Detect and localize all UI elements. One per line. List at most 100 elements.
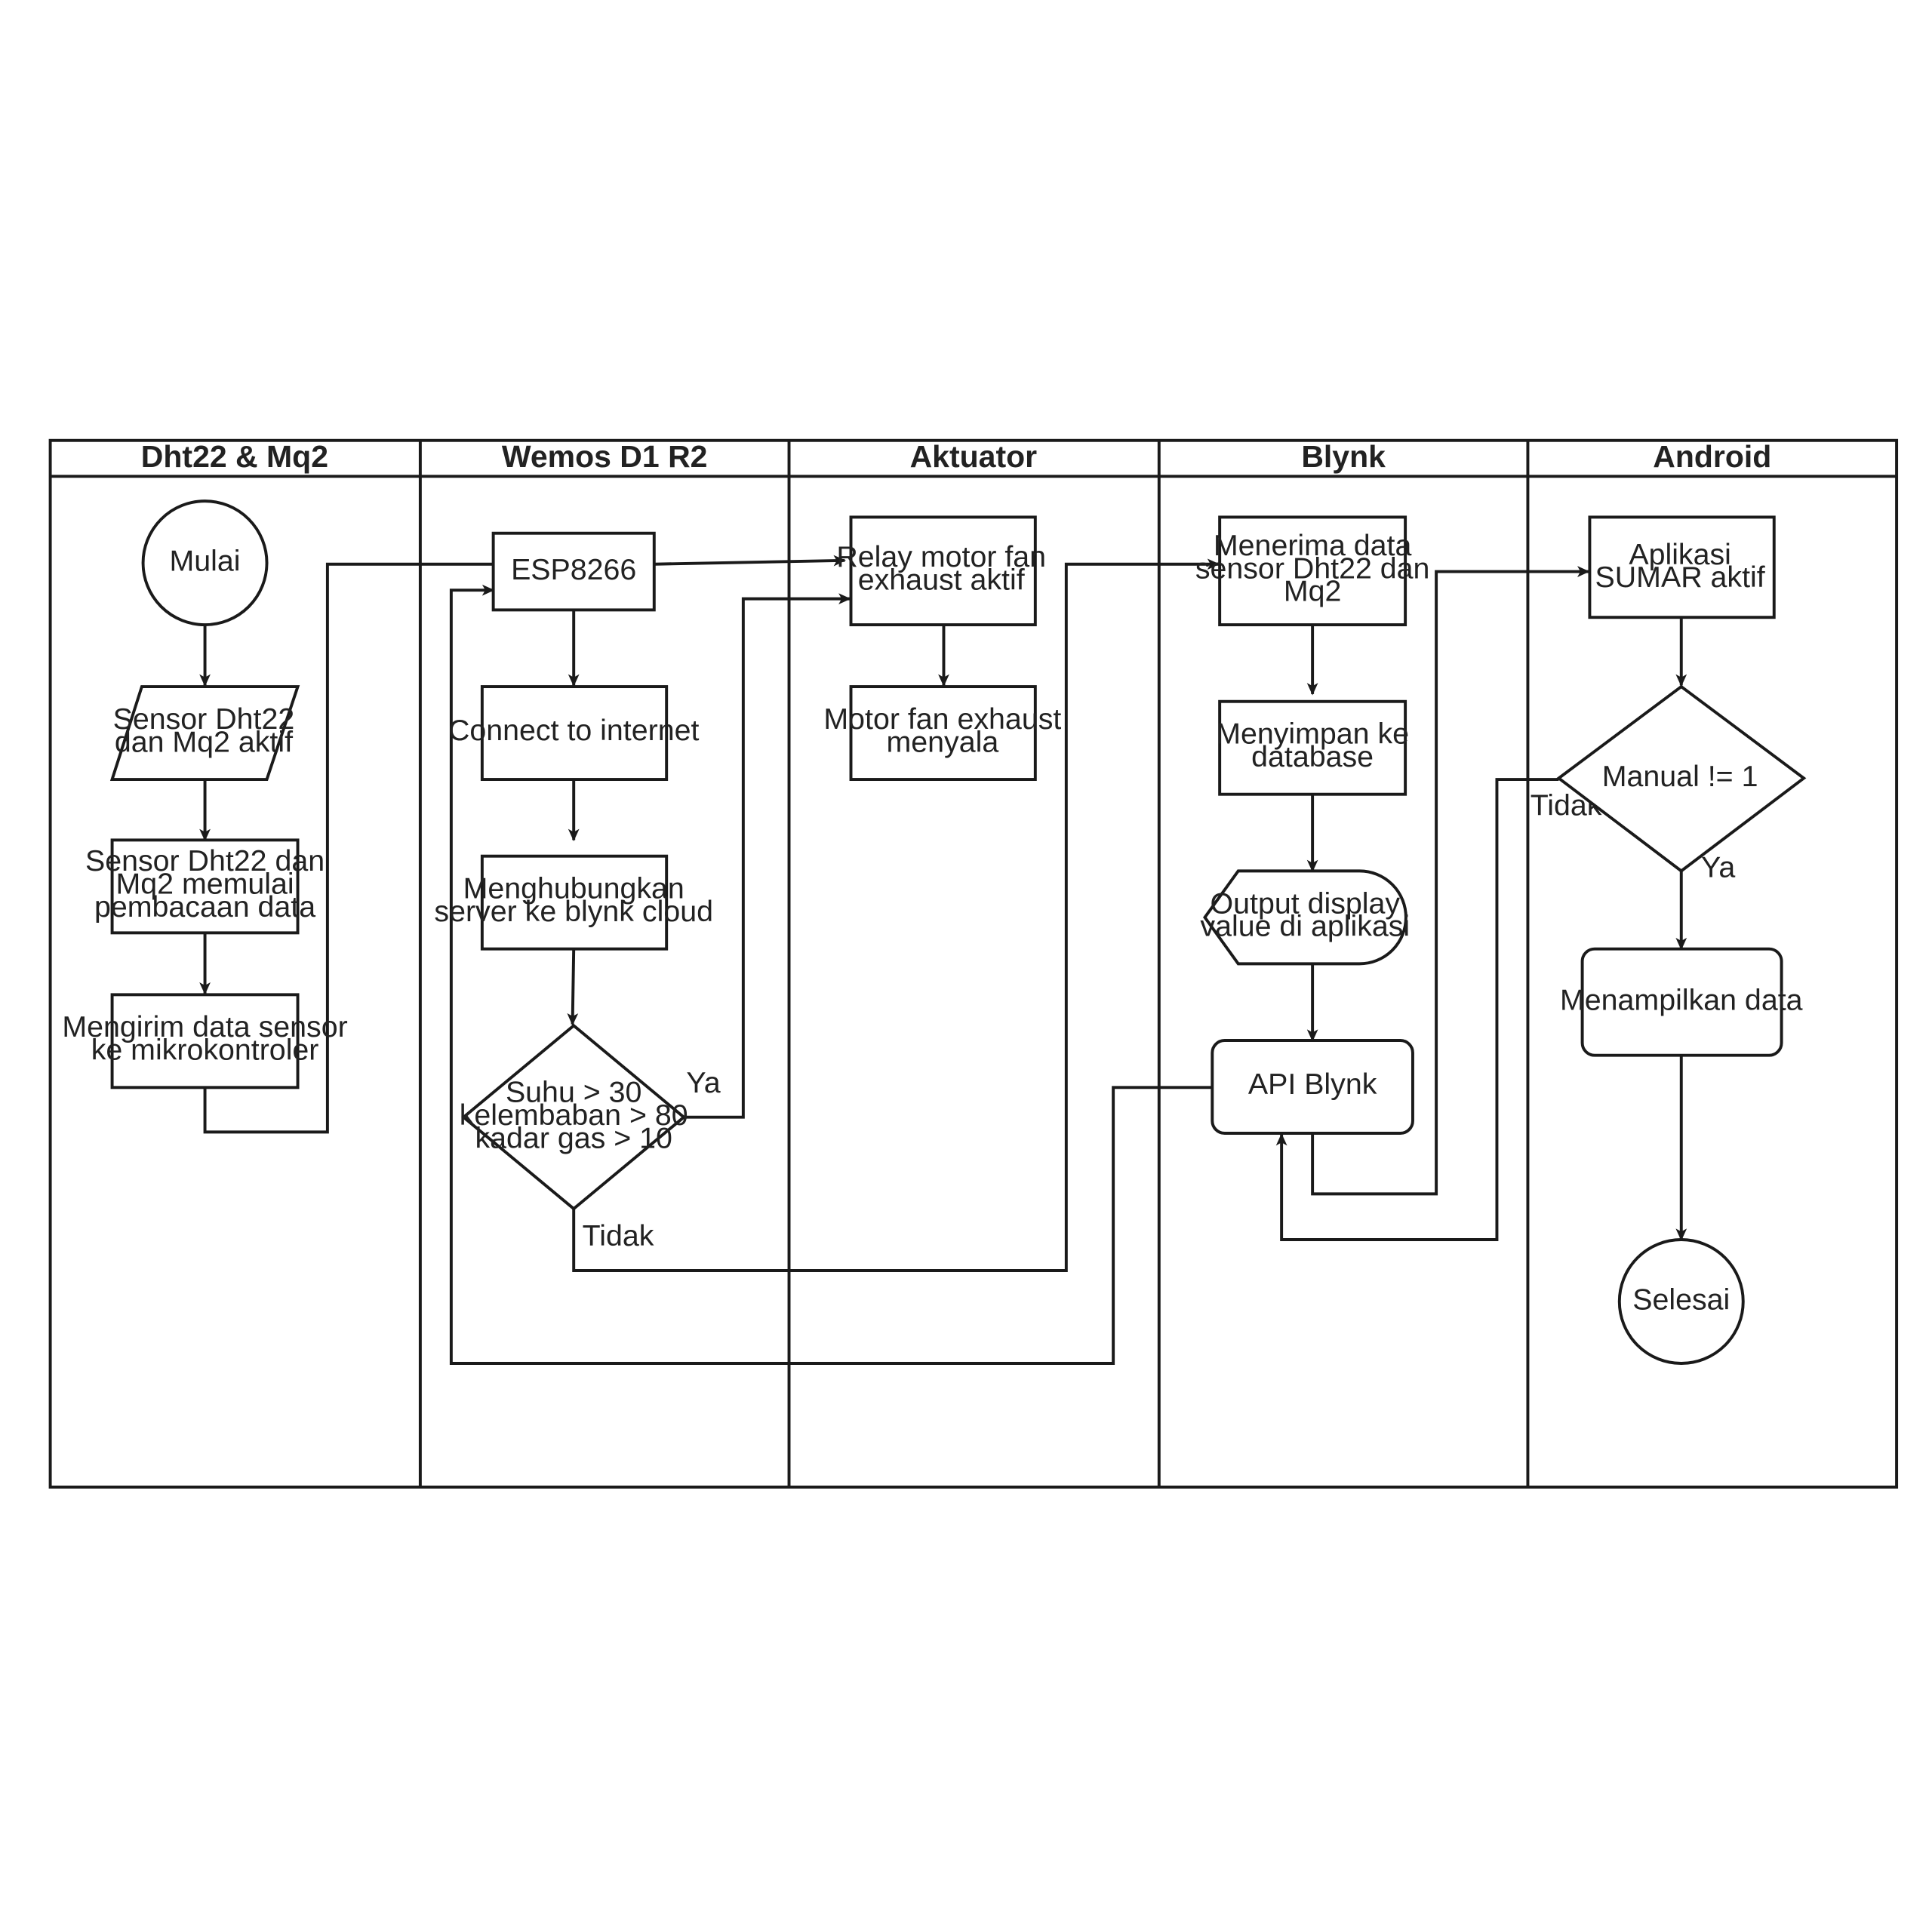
decision-diamond-shape <box>1556 684 1807 873</box>
node-label-line: kadar gas > 10 <box>475 1121 672 1154</box>
node-label-line: ke mikrokontroler <box>91 1034 319 1067</box>
node-label-line: Manual != 1 <box>1602 760 1758 793</box>
node-manual: Manual != 1 <box>1556 684 1807 873</box>
lane-title-wemos: Wemos D1 R2 <box>502 439 708 474</box>
process-box-shape <box>480 854 669 951</box>
node-label-line: Relay motor fan <box>836 540 1046 573</box>
node-label-line: Sensor Dht22 dan <box>85 844 325 877</box>
pool-border <box>48 438 1899 1489</box>
node-label-line: value di aplikasi <box>1200 910 1410 943</box>
node-label-line: sensor Dht22 dan <box>1195 552 1430 585</box>
node-label-line: Motor fan exhaust <box>823 702 1061 736</box>
node-manual-label: Manual != 1 <box>1602 760 1758 793</box>
node-selesai-label: Selesai <box>1632 1283 1730 1316</box>
end-terminal-shape <box>1617 1238 1745 1365</box>
node-label-line: dan Mq2 aktif <box>115 725 293 758</box>
node-esp: ESP8266 <box>491 531 656 612</box>
node-label-line: server ke blynk cloud <box>434 895 713 928</box>
edge-labels: Ya Tidak Tidak Ya <box>583 789 1736 1253</box>
swimlane-frame <box>48 438 1899 1489</box>
node-label-line: Mq2 <box>1284 575 1342 608</box>
rounded-box-shape <box>1211 1039 1414 1135</box>
decision-diamond-shape <box>461 1023 687 1211</box>
node-label-line: Mengirim data sensor <box>62 1010 347 1043</box>
node-label-line: kelembaban > 80 <box>460 1099 688 1132</box>
edge-cek-suhu-tidak-to-terima <box>572 558 1220 1272</box>
node-label-line: API Blynk <box>1248 1068 1377 1101</box>
lane-title-blynk: Blynk <box>1301 439 1386 474</box>
node-api: API Blynk <box>1211 1039 1414 1135</box>
input-parallelogram-shape <box>109 685 300 782</box>
node-selesai: Selesai <box>1617 1238 1745 1365</box>
edges <box>199 555 1687 1365</box>
start-terminal-shape <box>141 499 269 627</box>
display-shape <box>1203 869 1407 966</box>
process-box-shape <box>1218 699 1407 796</box>
process-box-shape <box>110 993 300 1089</box>
edge-kirim-data-to-esp <box>203 562 494 1134</box>
node-label-line: Menyimpan ke <box>1216 718 1409 751</box>
lane-titles: Dht22 & Mq2 Wemos D1 R2 Aktuator Blynk A… <box>141 439 1772 474</box>
node-label-line: Aplikasi <box>1629 538 1731 571</box>
node-label-line: SUMAR aktif <box>1595 561 1765 594</box>
process-box-shape <box>1588 515 1776 619</box>
node-label-line: Sensor Dht22 <box>113 702 295 736</box>
node-label-line: Connect to internet <box>448 714 700 747</box>
node-label-line: Menampilkan data <box>1560 984 1803 1017</box>
edge-manual-tidak-to-api <box>1275 778 1559 1241</box>
node-tampil: Menampilkan data <box>1560 947 1803 1057</box>
edge-hubung-to-cek-suhu <box>567 948 579 1026</box>
edge-api-to-esp <box>449 584 1213 1365</box>
process-box-shape <box>491 531 656 612</box>
edge-label-suhu-tidak: Tidak <box>583 1219 654 1252</box>
process-box-shape <box>480 685 669 782</box>
node-label-line: Selesai <box>1632 1283 1730 1316</box>
lane-title-sensor: Dht22 & Mq2 <box>141 439 328 474</box>
node-label-line: Output display <box>1211 887 1401 920</box>
edge-api-to-aplikasi <box>1311 566 1590 1196</box>
edge-label-manual-ya: Ya <box>1701 851 1735 884</box>
edge-esp-to-relay <box>654 555 846 567</box>
node-label-line: Menerima data <box>1214 529 1412 562</box>
lane-title-android: Android <box>1653 439 1771 474</box>
node-label-line: ESP8266 <box>511 553 636 586</box>
node-label-line: database <box>1251 740 1374 773</box>
rounded-box-shape <box>1580 947 1783 1057</box>
node-label-line: Menghubungkan <box>463 872 685 905</box>
node-api-label: API Blynk <box>1248 1068 1377 1101</box>
node-connect-label: Connect to internet <box>448 714 700 747</box>
node-label-line: Mq2 memulai <box>115 867 294 900</box>
process-box-shape <box>1218 515 1407 627</box>
node-esp-label: ESP8266 <box>511 553 636 586</box>
node-label-line: Mulai <box>170 544 241 577</box>
node-label-line: pembacaan data <box>94 890 315 924</box>
lane-title-aktuator: Aktuator <box>910 439 1038 474</box>
edge-cek-suhu-ya-to-relay <box>684 593 851 1119</box>
node-mulai: Mulai <box>141 499 269 627</box>
node-label-line: menyala <box>886 725 998 758</box>
